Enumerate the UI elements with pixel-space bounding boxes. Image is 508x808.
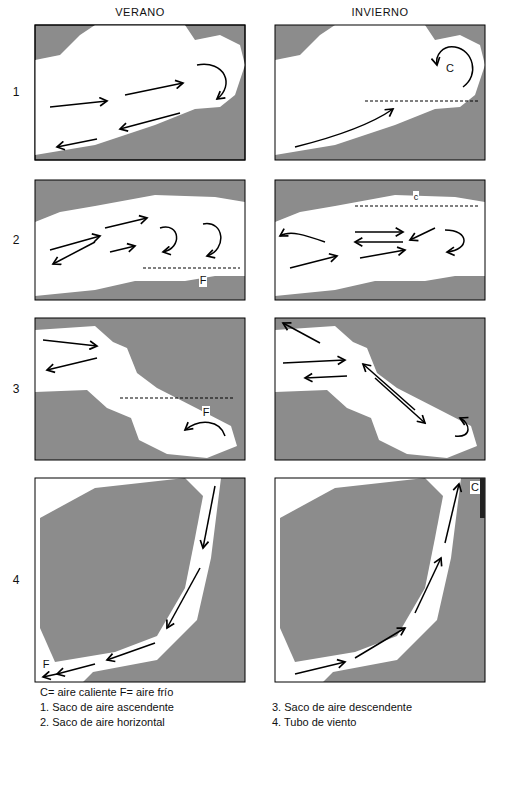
row-number: 4: [13, 574, 20, 587]
row-number: 3: [13, 383, 20, 396]
legend-item: 1. Saco de aire ascendente: [40, 701, 174, 714]
panel-4-invierno: [275, 478, 485, 682]
panel-1-verano: [35, 25, 245, 160]
panel-1-invierno: [275, 25, 485, 160]
legend-item: 4. Tubo de viento: [272, 716, 356, 729]
column-header: VERANO: [115, 6, 164, 19]
air-mark: c: [413, 191, 420, 204]
row-number: 1: [13, 86, 20, 99]
column-header: INVIERNO: [351, 6, 408, 19]
panel-2-invierno: [275, 180, 485, 300]
legend-item: 2. Saco de aire horizontal: [40, 716, 165, 729]
air-mark: C: [470, 481, 480, 494]
panel-3-invierno: [275, 318, 485, 460]
row-number: 2: [13, 234, 20, 247]
air-mark: F: [199, 274, 208, 287]
panel-2-verano: [35, 180, 245, 300]
air-mark: F: [202, 406, 211, 419]
air-mark: F: [42, 658, 51, 671]
panel-3-verano: [35, 318, 245, 460]
legend-note: C= aire caliente F= aire frío: [40, 686, 173, 699]
panel-4-verano: [35, 478, 245, 682]
air-mark: C: [445, 62, 455, 75]
legend-item: 3. Saco de aire descendente: [272, 701, 412, 714]
